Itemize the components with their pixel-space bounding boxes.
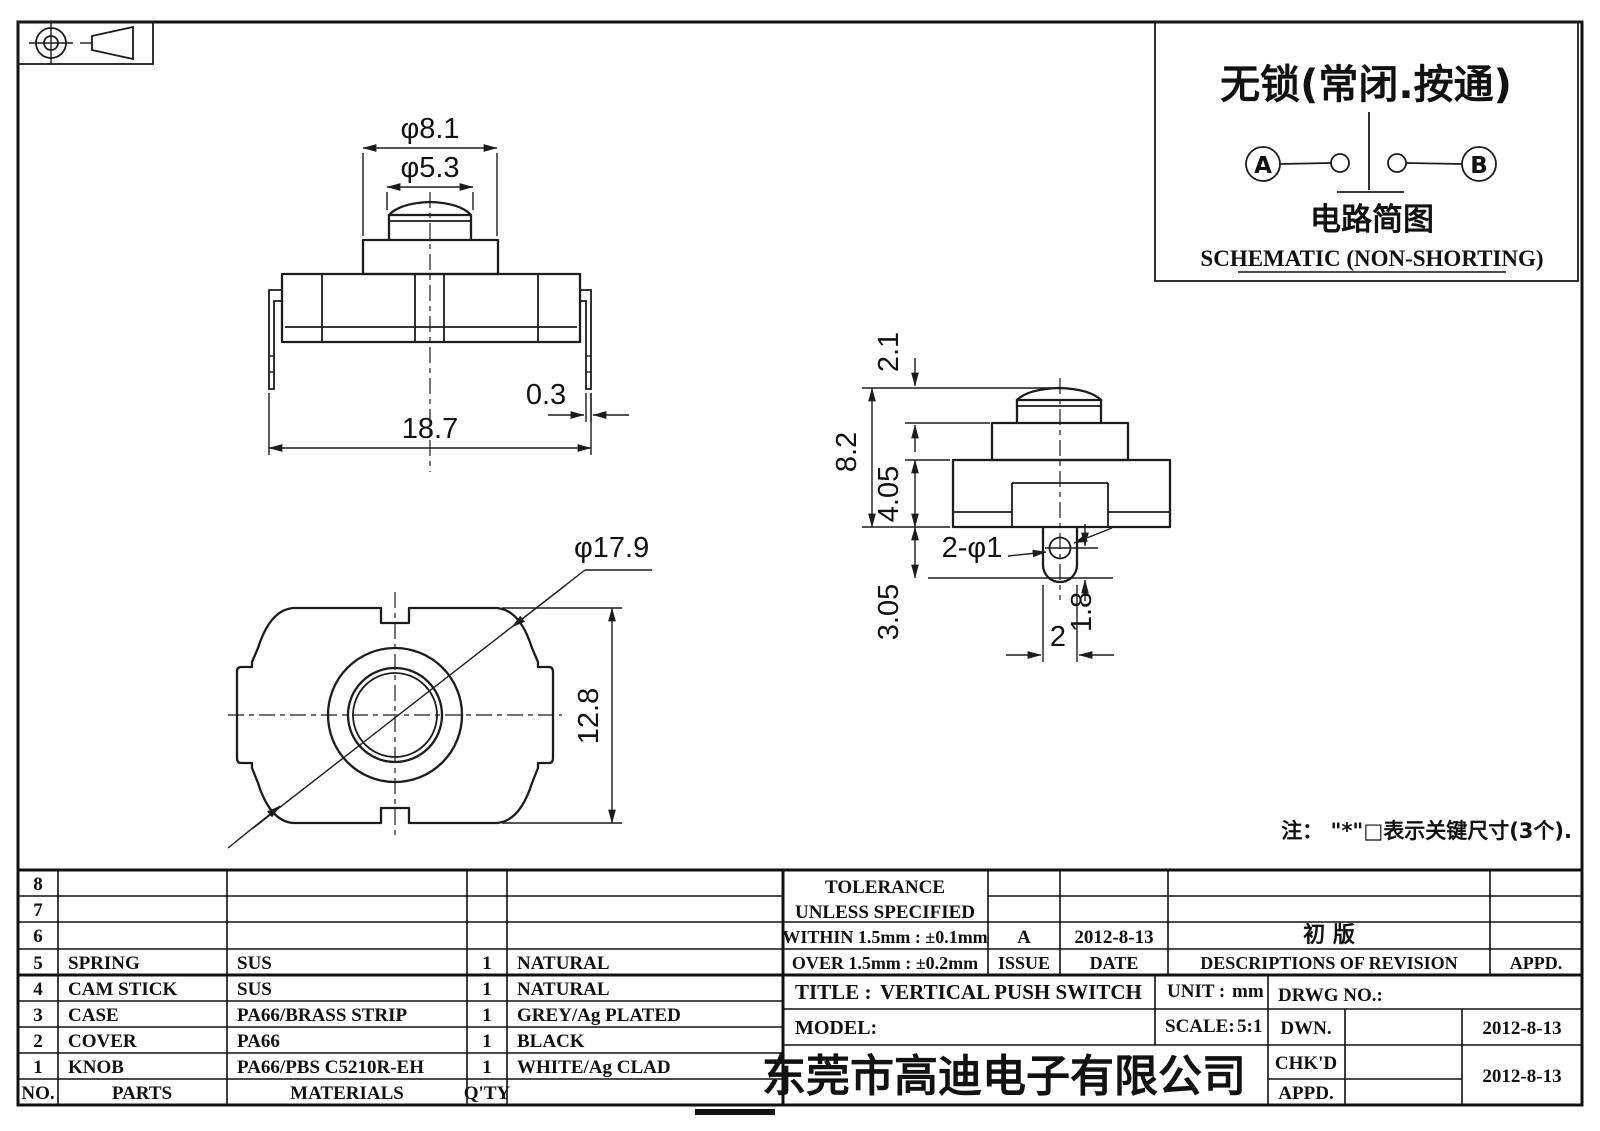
tolerance-block: TOLERANCE UNLESS SPECIFIED WITHIN 1.5mm … <box>782 877 987 973</box>
bom-header-qty: Q'TY <box>464 1083 511 1104</box>
revision-block: A 2012-8-13 初 版 ISSUE DATE DESCRIPTIONS … <box>998 922 1562 973</box>
terminal-b-label: B <box>1470 153 1488 179</box>
datum-target-circle-icon <box>29 21 73 65</box>
scale-value: 5:1 <box>1237 1016 1262 1037</box>
chkd-label: CHK'D <box>1275 1053 1337 1074</box>
dim-cap-height: 2.1 <box>873 332 905 372</box>
revision-appd-label: APPD. <box>1510 953 1563 973</box>
left-terminal <box>268 289 282 390</box>
fold-mark <box>695 1109 775 1115</box>
bom-row-no: 1 <box>33 1057 43 1078</box>
bom-row-finish: NATURAL <box>517 953 610 974</box>
scale-label: SCALE: <box>1165 1016 1235 1037</box>
dim-pin-thickness: 0.3 <box>526 379 566 411</box>
dim-hole-to-tip: 1.8 <box>1066 592 1098 632</box>
title-block: TITLE : VERTICAL PUSH SWITCH UNIT : mm D… <box>762 980 1562 1104</box>
terminal-a-label: A <box>1254 153 1272 179</box>
dim-holes: 2-φ1 <box>942 532 1003 564</box>
bom-row-finish: GREY/Ag PLATED <box>517 1005 681 1026</box>
dim-diagonal-dia: φ17.9 <box>574 532 649 564</box>
dim-total-height: 8.2 <box>831 432 863 472</box>
unit-value: mm <box>1232 981 1264 1002</box>
right-terminal <box>580 289 592 390</box>
bom-row-no: 5 <box>33 953 43 974</box>
dim-boss-dia: φ8.1 <box>400 113 459 145</box>
bom-row-parts: KNOB <box>68 1057 124 1078</box>
tolerance-over: OVER 1.5mm : ±0.2mm <box>792 953 978 973</box>
bom-row-materials: PA66/BRASS STRIP <box>237 1005 408 1026</box>
bom-header-parts: PARTS <box>112 1083 172 1104</box>
bom-row-finish: NATURAL <box>517 979 610 1000</box>
bom-row-finish: BLACK <box>517 1031 585 1052</box>
bom-row-no: 4 <box>33 979 43 1000</box>
bom-row-finish: WHITE/Ag CLAD <box>517 1057 671 1078</box>
revision-issue-label: ISSUE <box>998 953 1050 973</box>
bom-row-qty: 1 <box>482 1057 492 1078</box>
dwn-label: DWN. <box>1280 1018 1331 1039</box>
revision-issue-value: A <box>1017 927 1031 948</box>
cone-frustum-icon <box>80 25 134 61</box>
bom-row-parts: CAM STICK <box>68 979 177 1000</box>
bom-row-no: 7 <box>33 900 43 921</box>
bom-row-materials: SUS <box>237 953 272 974</box>
key-dimension-note: 注： "*"□表示关键尺寸(3个). <box>1281 819 1572 843</box>
bom-row-materials: PA66 <box>237 1031 280 1052</box>
schematic-caption-cn: 电路简图 <box>1310 202 1434 238</box>
tolerance-line1: TOLERANCE <box>825 877 945 898</box>
appd-label: APPD. <box>1278 1083 1333 1104</box>
schematic-box: 无锁(常闭.按通) A B 电路简图 SCHEMATIC (NON-SHORTI… <box>1154 21 1579 282</box>
tolerance-within: WITHIN 1.5mm : ±0.1mm <box>782 927 987 947</box>
chkd-date: 2012-8-13 <box>1482 1066 1561 1087</box>
schematic-title: 无锁(常闭.按通) <box>1220 62 1512 108</box>
bom-row-parts: COVER <box>68 1031 137 1052</box>
bom-row-no: 8 <box>33 874 43 895</box>
bom-row-qty: 1 <box>482 1031 492 1052</box>
dim-knob-dia: φ5.3 <box>400 152 459 184</box>
dim-pin-span: 18.7 <box>402 413 458 445</box>
bom-row-parts: CASE <box>68 1005 119 1026</box>
bom-header-no: NO. <box>21 1083 54 1104</box>
revision-date-label: DATE <box>1090 953 1139 973</box>
bom-row-qty: 1 <box>482 1005 492 1026</box>
bom-row-qty: 1 <box>482 953 492 974</box>
bom-row-no: 3 <box>33 1005 43 1026</box>
schematic-caption-en: SCHEMATIC (NON-SHORTING) <box>1200 246 1543 271</box>
front-view: φ8.1 φ5.3 0.3 18.7 <box>268 113 629 472</box>
tolerance-line2: UNLESS SPECIFIED <box>795 902 975 923</box>
revision-description-value: 初 版 <box>1303 922 1355 948</box>
sheet-border <box>16 20 1584 1107</box>
bom-row-no: 2 <box>33 1031 43 1052</box>
drwg-no-label: DRWG NO.: <box>1278 985 1383 1006</box>
bom-row-materials: SUS <box>237 979 272 1000</box>
dim-body-height-side: 4.05 <box>873 466 905 522</box>
dim-body-height: 12.8 <box>573 688 605 744</box>
dim-peg-width: 2 <box>1050 621 1066 653</box>
side-view: 2-φ1 2.1 8.2 4.05 3.05 1.8 2 <box>831 332 1172 662</box>
bom-header-materials: MATERIALS <box>290 1083 404 1104</box>
dwn-date: 2012-8-13 <box>1482 1018 1561 1039</box>
bom-row-parts: SPRING <box>68 953 140 974</box>
projection-symbol-box <box>17 21 154 65</box>
title-label: TITLE : <box>795 980 871 1004</box>
model-label: MODEL: <box>795 1017 877 1039</box>
top-view: φ17.9 12.8 <box>227 532 652 849</box>
bom-table: 8 7 6 5 SPRING SUS 1 NATURAL 4 CAM STICK… <box>21 874 680 1104</box>
bom-row-qty: 1 <box>482 979 492 1000</box>
bom-row-no: 6 <box>33 926 43 947</box>
dim-peg-length: 3.05 <box>873 584 905 640</box>
table-grid <box>18 868 1582 1105</box>
unit-label: UNIT : <box>1167 981 1225 1002</box>
title-value: VERTICAL PUSH SWITCH <box>880 980 1142 1004</box>
switch-schematic-diagram: A B <box>1245 112 1497 193</box>
bom-row-materials: PA66/PBS C5210R-EH <box>237 1057 424 1078</box>
revision-description-label: DESCRIPTIONS OF REVISION <box>1200 953 1457 973</box>
revision-date-value: 2012-8-13 <box>1074 927 1153 948</box>
company-name: 东莞市高迪电子有限公司 <box>762 1051 1246 1102</box>
